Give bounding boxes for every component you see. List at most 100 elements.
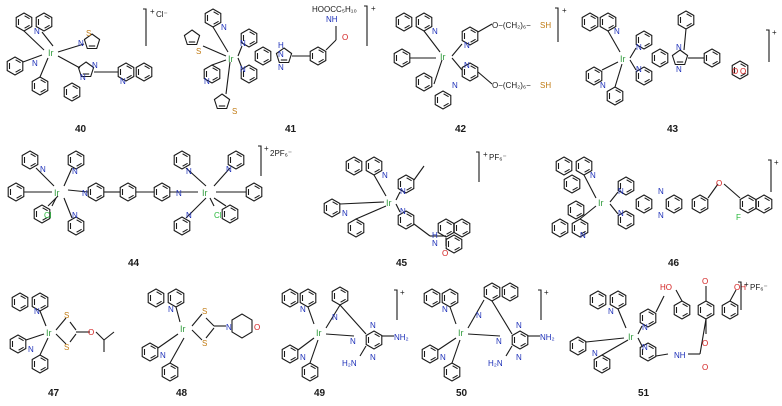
compound-46: Ir N N N N N N O F + 46 [551,156,779,269]
compound-50: Ir N N N N N N NH₂ H₂N + 50 [421,282,555,399]
atom-n: N [226,165,232,174]
atom-h: H [278,41,284,50]
atom-n: N [618,187,624,196]
atom-s: S [196,47,201,56]
atom-n: N [592,349,598,358]
charge-plus: + [150,7,155,16]
charge-plus: + [774,158,779,167]
atom-o: O [702,363,708,372]
atom-n: N [618,209,624,218]
atom-s: S [64,311,69,320]
atom-n: N [72,211,78,220]
compound-41: Ir S S N N N N H N N O NH HOOCC₅H₁₀ + 41 [183,4,376,135]
atom-n: N [370,321,376,330]
atom-n: N [240,65,246,74]
atom-o: O [732,67,738,76]
atom-h: H [432,231,438,240]
compound-number: 46 [668,258,680,269]
compound-number: 40 [75,124,87,135]
ether-chain: O−(CH₂)₆− [492,81,531,90]
atom-n: N [676,43,682,52]
atom-n: N [300,305,306,314]
atom-s: S [64,343,69,352]
compound-number: 47 [48,388,60,399]
atom-o: O [702,339,708,348]
amine-group: NH₂ [540,333,555,342]
acid-chain: HOOCC₅H₁₀ [312,5,357,14]
atom-s: S [232,107,237,116]
atom-n: N [464,61,470,70]
compound-number: 41 [285,124,297,135]
atom-o: O [342,33,348,42]
atom-n: N [400,207,406,216]
atom-n: N [34,27,40,36]
charge-plus: + [744,280,749,289]
compound-number: 44 [128,258,140,269]
charge-plus: + [371,4,376,13]
atom-n: N [642,343,648,352]
atom-n: N [580,231,586,240]
compound-number: 49 [314,388,326,399]
ether-chain: O−(CH₂)₆− [492,21,531,30]
atom-n: N [476,311,482,320]
atom-n: N [350,337,356,346]
atom-n: N [608,307,614,316]
atom-n: N [432,27,438,36]
metal-atom: Ir [180,324,186,334]
atom-n: N [440,353,446,362]
metal-atom: Ir [598,198,604,208]
atom-n: N [332,313,338,322]
atom-n: N [636,43,642,52]
counterion: PF₆⁻ [489,153,507,162]
charge-plus: + [562,6,567,15]
atom-n: N [221,23,227,32]
compound-44: Ir Ir Cl Cl N N N N N N N N + 2PF₆⁻ 44 [7,144,292,269]
metal-atom: Ir [202,188,208,198]
metal-atom: Ir [228,54,234,64]
atom-o: O [254,323,260,332]
compound-number: 42 [455,124,467,135]
atom-n: N [452,81,458,90]
atom-n: N [676,65,682,74]
metal-atom: Ir [48,48,54,58]
atom-o: O [716,179,722,188]
atom-n: N [300,353,306,362]
atom-n: N [176,189,182,198]
metal-atom: Ir [440,52,446,62]
atom-s: S [86,29,91,38]
compound-40: Ir N N N S N N N + Cl⁻ 40 [6,7,168,135]
atom-n: N [160,351,166,360]
atom-sh: SH [540,21,551,30]
compound-49: Ir N N N N N N NH₂ H₂N + 49 [281,286,409,399]
amine-group: H₂N [342,359,357,368]
compound-number: 51 [638,388,650,399]
metal-atom: Ir [316,328,322,338]
atom-n: N [342,209,348,218]
atom-n: N [78,39,84,48]
atom-n: N [80,73,86,82]
atom-n: N [516,353,522,362]
compound-number: 45 [396,258,408,269]
atom-n: N [432,239,438,248]
charge-plus: + [772,28,777,37]
atom-n: N [168,305,174,314]
atom-n: N [278,63,284,72]
atom-n: N [442,305,448,314]
atom-n: N [614,27,620,36]
compound-number: 50 [456,388,468,399]
compound-45: Ir N N N N H N O + PF₆⁻ 45 [323,150,507,269]
chlorine-atom: Cl [44,211,52,220]
hydroxyl-group: OH [734,283,746,292]
atom-n: N [28,345,34,354]
amine-group: NH₂ [394,333,409,342]
metal-atom: Ir [620,54,626,64]
atom-n: N [590,171,596,180]
atom-n: N [82,189,88,198]
metal-atom: Ir [458,328,464,338]
atom-n: N [92,61,98,70]
atom-s: S [202,307,207,316]
atom-n: N [34,307,40,316]
counterion: Cl⁻ [156,10,168,19]
compound-48: Ir N N S S N O 48 [141,288,260,399]
